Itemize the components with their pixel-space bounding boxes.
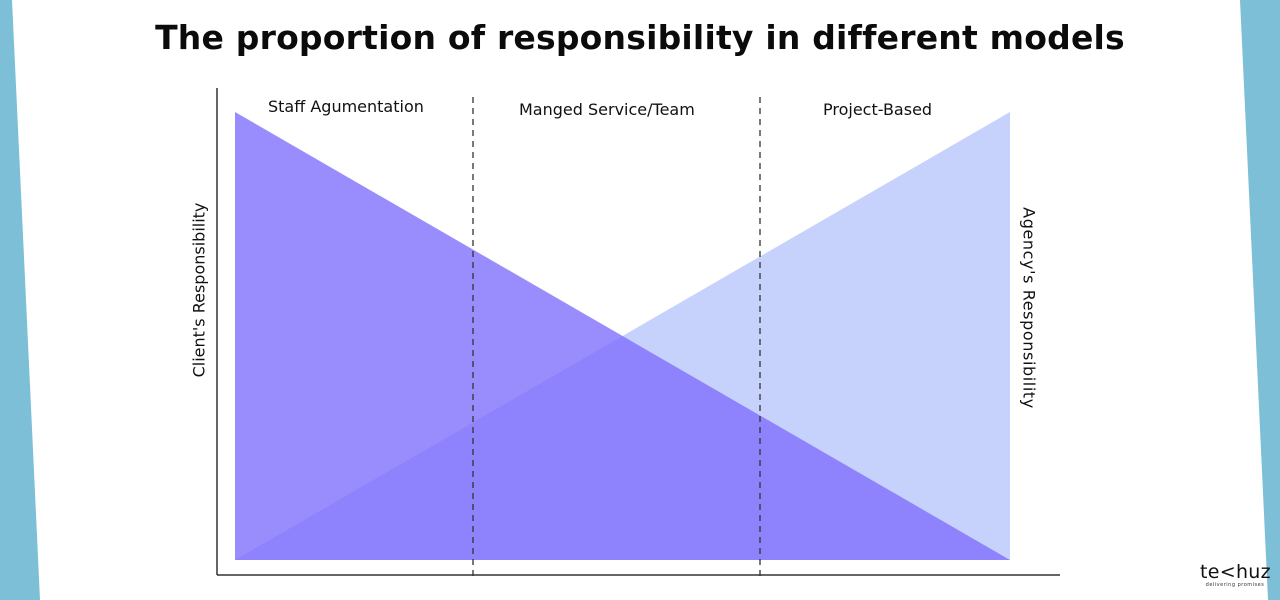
agency-responsibility-axis-label: Agency's Responsibility	[1019, 207, 1039, 409]
section-label-staff-augmentation: Staff Agumentation	[268, 97, 424, 116]
client-responsibility-axis-label: Client's Responsibility	[189, 202, 209, 378]
page-title: The proportion of responsibility in diff…	[155, 18, 1125, 57]
brand-logo: te<huz delivering promises	[1200, 561, 1271, 588]
section-label-project-based: Project-Based	[823, 100, 933, 119]
client-responsibility-area	[235, 112, 1010, 560]
logo-tagline: delivering promises	[1205, 582, 1265, 588]
logo-name: te<huz	[1200, 561, 1271, 583]
section-label-managed-service: Manged Service/Team	[519, 100, 695, 119]
